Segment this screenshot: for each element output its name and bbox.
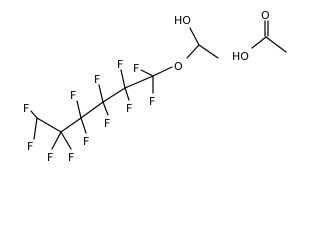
bond-c2-c3 (60, 117, 82, 133)
atom-f-c5-lower: F (126, 102, 132, 115)
bond-c3-c4 (80, 101, 104, 119)
bond-c2-f-left (51, 131, 62, 150)
bond-c-methyl (265, 36, 287, 53)
atom-f-c6-upper: F (133, 62, 139, 75)
chemical-structure-drawing: HO O F F F F F F F F F F F F O HO (23, 9, 287, 164)
bond-c-oh (251, 36, 267, 49)
atom-f-c2-left: F (47, 151, 53, 164)
atom-hydroxyl-label: HO (174, 14, 191, 27)
bond-c4-f-lower (102, 101, 109, 116)
bond-c1-f-top (30, 110, 38, 119)
atom-f-c4-lower: F (104, 117, 110, 130)
structure-canvas: HO O F F F F F F F F F F F F O HO (23, 9, 287, 164)
bond-c2-f-right (60, 131, 72, 150)
bond-o-c8 (186, 44, 200, 59)
bond-c5-c6 (124, 75, 154, 89)
bond-c4-c5 (102, 87, 126, 103)
atom-acid-hydroxyl-label: HO (232, 50, 249, 63)
atom-f-c3-lower: F (83, 135, 89, 148)
bond-c4-f-upper (98, 84, 104, 103)
bond-c1-f-bottom (33, 117, 38, 140)
atom-f-c6-lower: F (149, 95, 155, 108)
atom-carbonyl-oxygen-label: O (261, 9, 270, 22)
bond-c6-o (152, 66, 173, 77)
bond-c5-f-upper (120, 69, 126, 89)
molecule-fluoroether-alcohol: HO O F F F F F F F F F F F F (23, 14, 219, 164)
atom-f-c1-bottom: F (27, 140, 33, 153)
bond-c8-methyl (198, 44, 219, 59)
bond-c3-f-lower (80, 117, 87, 134)
atom-f-c5-upper: F (117, 58, 123, 71)
bond-c1-c2 (36, 117, 62, 133)
bond-c6-f-upper (140, 69, 154, 77)
molecule-acetic-acid: O HO (232, 9, 287, 63)
atom-f-c4-upper: F (94, 73, 100, 86)
atom-ether-oxygen-label: O (174, 60, 183, 73)
atom-f-c3-upper: F (70, 89, 76, 102)
bond-c5-f-lower (124, 87, 130, 101)
bond-c8-oh (189, 27, 200, 46)
atom-f-c1-top: F (23, 102, 29, 115)
bond-c3-f-upper (76, 100, 82, 119)
atom-f-c2-right: F (68, 151, 74, 164)
